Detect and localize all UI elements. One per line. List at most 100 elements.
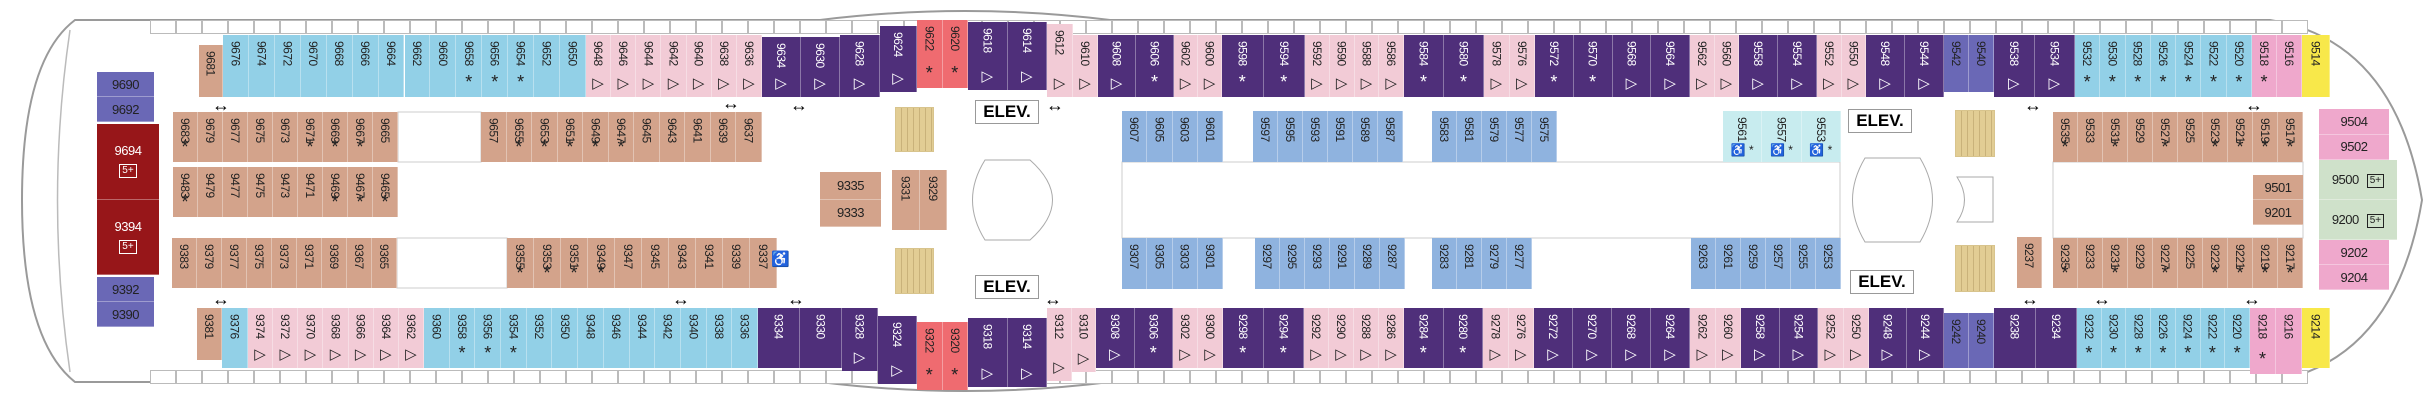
cabin-9640[interactable]: 9640▷: [686, 35, 712, 97]
cabin-9314[interactable]: 9314▷: [1007, 318, 1047, 387]
cabin-9270[interactable]: 9270▷: [1573, 308, 1612, 368]
cabin-9333[interactable]: 9333: [820, 199, 881, 227]
cabin-9649[interactable]: 9649*: [583, 112, 609, 162]
cabin-9248[interactable]: 9248▷: [1869, 308, 1907, 368]
cabin-9222[interactable]: 9222*: [2200, 308, 2226, 368]
cabin-9390[interactable]: 9390: [97, 302, 154, 327]
cabin-9329[interactable]: 9329: [919, 170, 947, 230]
cabin-9525[interactable]: 9525: [2178, 112, 2203, 162]
cabin-9322[interactable]: 9322*: [917, 322, 943, 390]
cabin-9654[interactable]: 9654*: [508, 35, 535, 97]
cabin-9223[interactable]: 9223*: [2203, 238, 2228, 288]
cabin-9368[interactable]: 9368▷: [323, 308, 349, 368]
cabin-9614[interactable]: 9614▷: [1007, 22, 1047, 90]
cabin-9548[interactable]: 9548▷: [1866, 35, 1905, 97]
cabin-9644[interactable]: 9644▷: [636, 35, 662, 97]
cabin-9639[interactable]: 9639: [710, 112, 737, 162]
cabin-9372[interactable]: 9372▷: [273, 308, 299, 368]
cabin-9218[interactable]: 9218*: [2250, 308, 2276, 374]
cabin-9532[interactable]: 9532*: [2075, 35, 2101, 97]
cabin-9340[interactable]: 9340: [680, 308, 707, 368]
cabin-9254[interactable]: 9254▷: [1779, 308, 1818, 368]
cabin-9343[interactable]: 9343: [669, 238, 696, 288]
cabin-9244[interactable]: 9244▷: [1906, 308, 1944, 368]
cabin-9679[interactable]: 9679: [198, 112, 223, 162]
cabin-9657[interactable]: 9657: [481, 112, 507, 162]
cabin-9653[interactable]: 9653*: [532, 112, 558, 162]
cabin-9324[interactable]: 9324▷: [878, 316, 917, 384]
cabin-9366[interactable]: 9366▷: [348, 308, 374, 368]
cabin-9235[interactable]: 9235*: [2053, 238, 2078, 288]
cabin-9561[interactable]: 9561♿ *: [1723, 111, 1763, 162]
cabin-9467[interactable]: 9467*: [348, 167, 373, 217]
cabin-9286[interactable]: 9286▷: [1379, 308, 1404, 368]
cabin-9352[interactable]: 9352: [526, 308, 553, 368]
cabin-9220[interactable]: 9220*: [2225, 308, 2250, 368]
cabin-9674[interactable]: 9674: [248, 35, 275, 97]
cabin-9591[interactable]: 9591: [1328, 111, 1353, 162]
cabin-9530[interactable]: 9530*: [2100, 35, 2126, 97]
cabin-9287[interactable]: 9287: [1380, 238, 1405, 289]
cabin-9598[interactable]: 9598*: [1222, 35, 1264, 97]
cabin-9339[interactable]: 9339: [723, 238, 750, 288]
cabin-9346[interactable]: 9346: [603, 308, 630, 368]
cabin-9502[interactable]: 9502: [2319, 134, 2389, 160]
cabin-9534[interactable]: 9534▷: [2034, 35, 2075, 97]
cabin-9373[interactable]: 9373: [272, 238, 297, 288]
cabin-9518[interactable]: 9518*: [2252, 35, 2277, 97]
cabin-9230[interactable]: 9230*: [2101, 308, 2127, 368]
cabin-9645[interactable]: 9645: [634, 112, 660, 162]
cabin-9628[interactable]: 9628▷: [840, 35, 880, 97]
cabin-9568[interactable]: 9568▷: [1612, 35, 1652, 97]
cabin-9634[interactable]: 9634▷: [762, 37, 801, 97]
cabin-9259[interactable]: 9259: [1741, 238, 1766, 289]
cabin-9668[interactable]: 9668: [326, 35, 353, 97]
cabin-9692[interactable]: 9692: [97, 97, 154, 122]
cabin-9501[interactable]: 9501: [2253, 175, 2303, 200]
cabin-9524[interactable]: 9524*: [2176, 35, 2202, 97]
cabin-9473[interactable]: 9473: [273, 167, 298, 217]
cabin-9290[interactable]: 9290▷: [1329, 308, 1354, 368]
cabin-9637[interactable]: 9637: [736, 112, 762, 162]
cabin-9622[interactable]: 9622*: [917, 20, 943, 88]
cabin-9365[interactable]: 9365: [372, 238, 397, 288]
cabin-9528[interactable]: 9528*: [2125, 35, 2151, 97]
cabin-9519[interactable]: 9519*: [2253, 112, 2278, 162]
cabin-9281[interactable]: 9281: [1457, 238, 1482, 289]
cabin-9465[interactable]: 9465*: [373, 167, 398, 217]
cabin-9601[interactable]: 9601: [1197, 111, 1223, 162]
cabin-9360[interactable]: 9360: [424, 308, 450, 368]
cabin-9341[interactable]: 9341: [696, 238, 723, 288]
cabin-9318[interactable]: 9318▷: [968, 318, 1008, 387]
cabin-9581[interactable]: 9581: [1457, 111, 1482, 162]
cabin-9638[interactable]: 9638▷: [711, 35, 737, 97]
cabin-9320[interactable]: 9320*: [942, 322, 968, 390]
cabin-9237[interactable]: 9237: [2017, 237, 2042, 288]
cabin-9362[interactable]: 9362▷: [398, 308, 424, 368]
cabin-9238[interactable]: 9238: [1994, 308, 2036, 368]
cabin-9533[interactable]: 9533: [2078, 112, 2103, 162]
cabin-9283[interactable]: 9283: [1432, 238, 1457, 289]
cabin-9593[interactable]: 9593: [1303, 111, 1328, 162]
cabin-9355[interactable]: 9355*: [507, 238, 534, 288]
cabin-9677[interactable]: 9677: [223, 112, 248, 162]
cabin-9643[interactable]: 9643: [659, 112, 686, 162]
cabin-9347[interactable]: 9347: [615, 238, 642, 288]
cabin-9336[interactable]: 9336: [732, 308, 758, 368]
cabin-9350[interactable]: 9350: [552, 308, 579, 368]
cabin-9610[interactable]: 9610▷: [1073, 35, 1098, 97]
cabin-9655[interactable]: 9655*: [506, 112, 533, 162]
cabin-9562[interactable]: 9562▷: [1690, 35, 1715, 97]
cabin-9353[interactable]: 9353*: [534, 238, 561, 288]
cabin-9242[interactable]: 9242: [1944, 313, 1969, 368]
cabin-9349[interactable]: 9349*: [588, 238, 615, 288]
cabin-9667[interactable]: 9667*: [348, 112, 373, 162]
cabin-9542[interactable]: 9542: [1944, 35, 1969, 92]
cabin-9354[interactable]: 9354*: [501, 308, 527, 368]
cabin-9301[interactable]: 9301: [1197, 238, 1223, 289]
cabin-9672[interactable]: 9672: [274, 35, 301, 97]
cabin-9690[interactable]: 9690: [97, 72, 154, 97]
cabin-9576[interactable]: 9576▷: [1509, 35, 1535, 97]
